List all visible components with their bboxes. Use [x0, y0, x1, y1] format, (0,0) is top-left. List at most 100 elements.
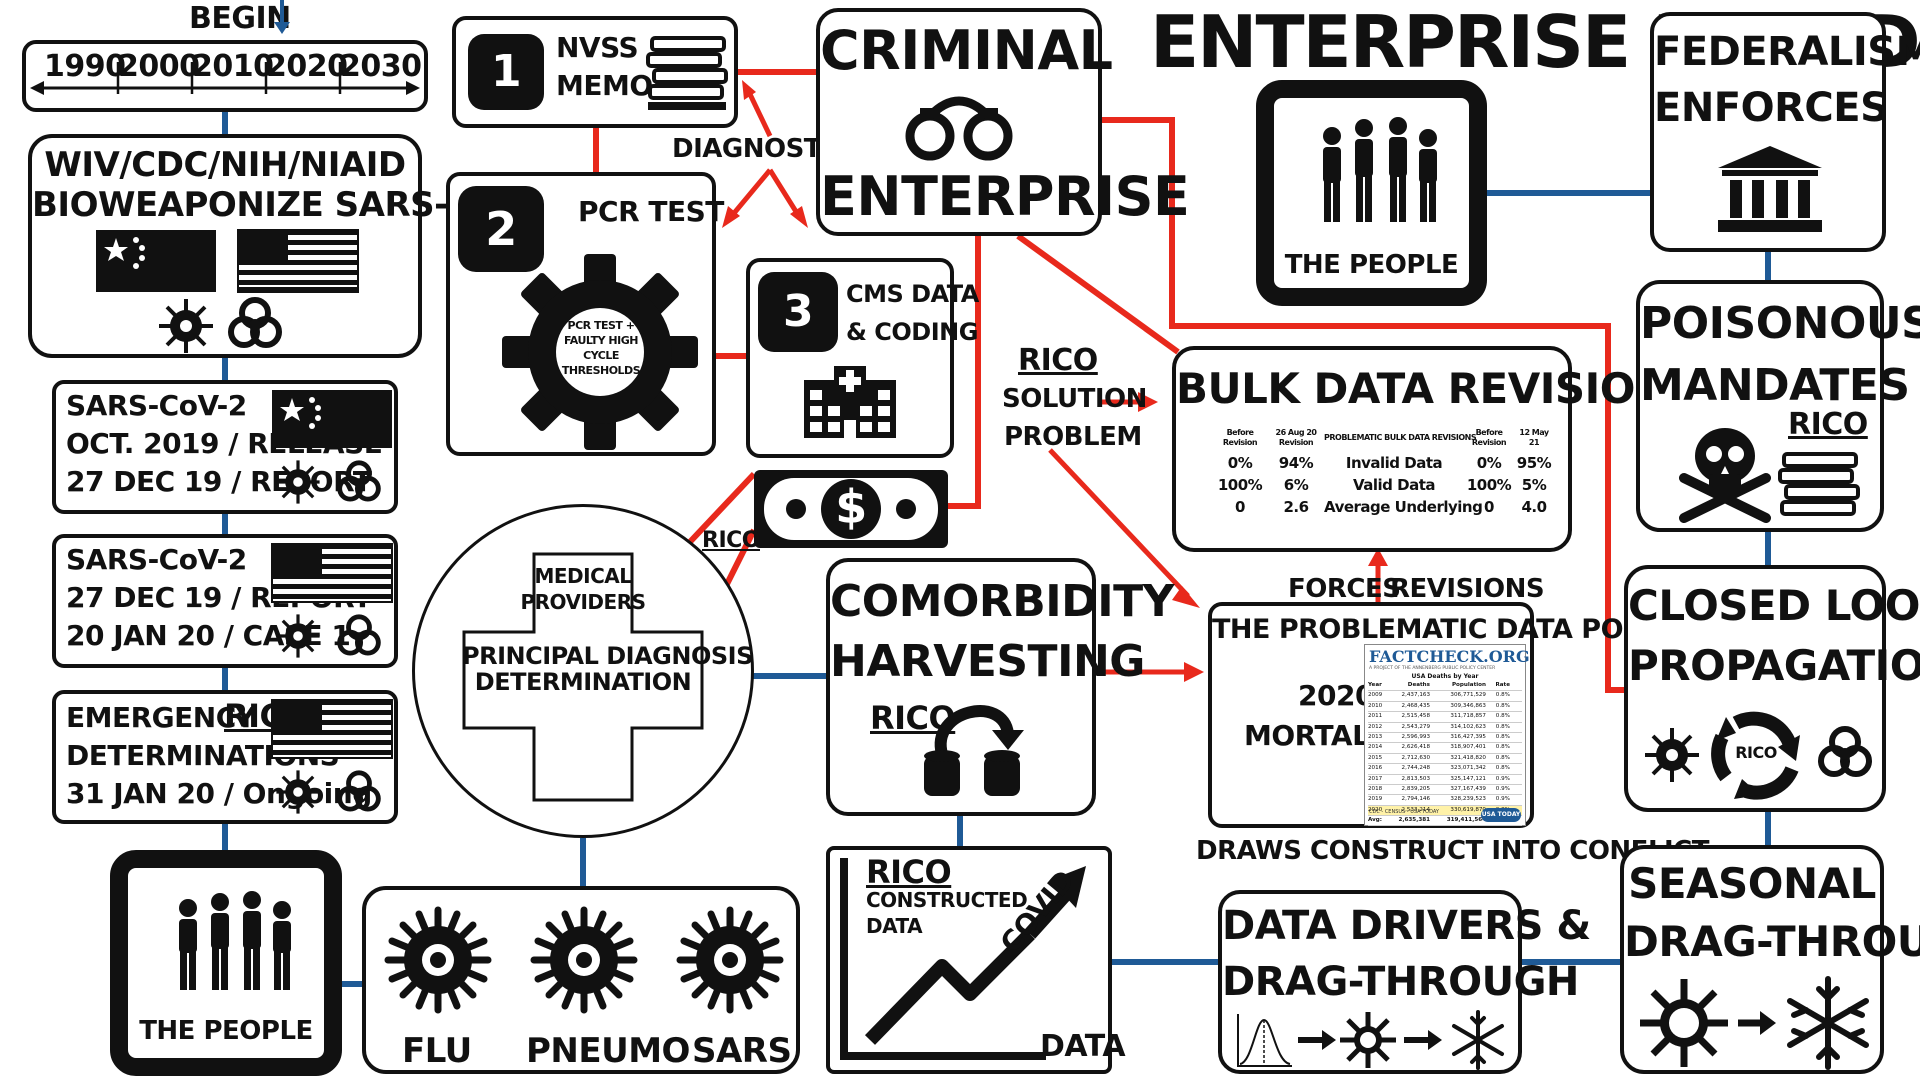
emergency-box: EMERGENCY RICO DETERMINATIONS 31 JAN 20 …: [52, 690, 398, 824]
seasonal-box: SEASONAL DRAG-THROUGH: [1620, 845, 1920, 1074]
criminal-enterprise-box: CRIMINAL ENTERPRISE: [816, 8, 1190, 236]
skull-crossbones-icon: [1679, 428, 1771, 523]
cms-number: 3: [782, 286, 814, 337]
table-footer: CDC - CENSUS - USA TODAY: [1369, 809, 1439, 815]
timeline-year: 1990: [44, 49, 126, 84]
bulk-cell: 2.6: [1283, 498, 1309, 516]
nvss-number: 1: [490, 46, 522, 97]
snowflake-icon: [1787, 976, 1869, 1070]
step-badge: 2: [458, 186, 544, 272]
bulk-header: 12 May 21: [1519, 428, 1549, 447]
bulk-header: Before Revision: [1222, 428, 1258, 447]
rico-constructed-box: RICO CONSTRUCTED DATA COVID DATA: [826, 846, 1126, 1074]
medical-line1: MEDICAL: [534, 564, 632, 588]
data-drivers-line2: DRAG-THROUGH: [1222, 959, 1579, 1005]
gear-text-1: PCR TEST +: [567, 319, 635, 332]
gear-text-2: FAULTY HIGH: [564, 334, 638, 347]
usa-table-cell: 314,102,623: [1450, 723, 1486, 730]
bulk-cell: 0%: [1476, 454, 1502, 472]
bulk-cell: 0: [1484, 498, 1494, 516]
usa-table-cell: 2,813,503: [1401, 775, 1430, 782]
bulk-cell: 0: [1235, 498, 1245, 516]
people-right-label: THE PEOPLE: [1284, 250, 1459, 280]
usa-table-cell: 2,468,435: [1401, 702, 1430, 709]
usa-table-cell: 2,596,993: [1401, 733, 1430, 740]
usa-table-cell: 2010: [1368, 702, 1383, 709]
china-flag-icon: [96, 230, 216, 292]
usa-table-cell: Year: [1368, 682, 1382, 688]
arrow-right-icon: [1298, 1030, 1336, 1050]
step-badge: 1: [468, 34, 544, 110]
revisions-label: REVISIONS: [1390, 574, 1545, 604]
constructed-data-label: DATA: [1040, 1029, 1126, 1064]
virus-icon: [276, 770, 320, 814]
viruses-box: FLU PNEUMO SARS: [362, 886, 800, 1074]
bulk-revisions-box: BULK DATA REVISIONS Before Revision 26 A…: [1172, 346, 1700, 552]
us-flag-icon: [237, 229, 359, 293]
usa-table-cell: Population: [1451, 682, 1486, 688]
factcheck-table: FACTCHECK.ORG A PROJECT OF THE ANNENBERG…: [1364, 644, 1530, 827]
usa-table-cell: 2016: [1368, 765, 1383, 772]
usa-table-cell: 2,437,163: [1401, 692, 1430, 699]
people-icon: [1323, 117, 1437, 222]
poisonous-rico: RICO: [1788, 407, 1868, 442]
factcheck-logo: FACTCHECK.ORG: [1369, 647, 1530, 666]
usa-table-cell: 2,543,279: [1401, 723, 1430, 730]
constructed-line1: CONSTRUCTED: [866, 888, 1028, 912]
hospital-icon: [804, 366, 896, 438]
virus-icon: [1645, 728, 1699, 782]
step-badge: 3: [758, 272, 838, 352]
people-right-box: THE PEOPLE: [1256, 80, 1487, 306]
connector-money-medical-lower: [721, 528, 757, 592]
biohazard-icon: [1818, 726, 1872, 777]
poisonous-line2: MANDATES: [1640, 360, 1910, 411]
bulk-header: Before Revision: [1471, 428, 1507, 447]
release-line1: SARS-CoV-2: [66, 389, 247, 422]
bulk-cell: Valid Data: [1352, 476, 1436, 494]
data-drivers-box: DATA DRIVERS & DRAG-THROUGH: [1218, 890, 1591, 1074]
closed-loop-box: CLOSED LOOP PROPAGATION RICO: [1624, 565, 1920, 812]
bulk-cell: 100%: [1217, 476, 1263, 494]
people-left-label: THE PEOPLE: [139, 1016, 313, 1046]
begin-label: BEGIN: [189, 1, 291, 36]
virus-icon: [159, 299, 213, 353]
usa-table-cell: 319,411,564: [1446, 817, 1486, 824]
pcr-box: 2 PCR TEST PCR TEST + FAULTY HIGH CYCLE …: [446, 172, 724, 456]
rico-solution-rico: RICO: [1018, 343, 1098, 378]
usa-table-cell: 311,718,857: [1450, 713, 1486, 720]
comorbidity-box: COMORBIDITY HARVESTING RICO: [826, 558, 1174, 816]
medical-line2: PROVIDERS: [520, 590, 646, 614]
begin-arrow-icon: [274, 0, 290, 34]
virus-icon: [276, 460, 320, 504]
timeline-axis: [30, 62, 420, 95]
usa-table-cell: 2014: [1368, 744, 1383, 751]
poisonous-box: POISONOUS MANDATES RICO: [1636, 280, 1920, 532]
connector-criminal-money: [948, 236, 981, 509]
closed-loop-line2: PROPAGATION: [1628, 641, 1920, 690]
usa-table-cell: 0.8%: [1495, 733, 1510, 740]
usa-table-cell: 0.8%: [1495, 765, 1510, 772]
report-box: SARS-CoV-2 27 DEC 19 / REPORT 20 JAN 20 …: [52, 534, 398, 668]
flu-virus-icon: [384, 906, 492, 1014]
handcuffs-icon: [905, 96, 1013, 161]
biohazard-icon: [337, 770, 381, 812]
problematic-title: THE PROBLEMATIC DATA POINT: [1212, 614, 1673, 645]
usa-table-cell: 2012: [1368, 723, 1383, 730]
usa-table-cell: 323,071,342: [1450, 765, 1486, 772]
data-drivers-line1: DATA DRIVERS &: [1222, 903, 1591, 949]
usa-table-cell: 2017: [1368, 775, 1383, 782]
arrow-layer: [728, 88, 1381, 675]
money-symbol: $: [835, 480, 867, 534]
usa-table-cell: 2020: [1368, 806, 1383, 813]
cms-line2: & CODING: [846, 318, 978, 346]
pneumo-label: PNEUMO: [526, 1031, 690, 1071]
usa-table-cell: 0.9%: [1495, 775, 1510, 782]
usa-table-cell: 2009: [1368, 692, 1383, 699]
cms-box: 3 CMS DATA & CODING: [746, 258, 979, 458]
bulk-cell: Invalid Data: [1345, 454, 1443, 472]
constructed-rico: RICO: [866, 853, 952, 891]
